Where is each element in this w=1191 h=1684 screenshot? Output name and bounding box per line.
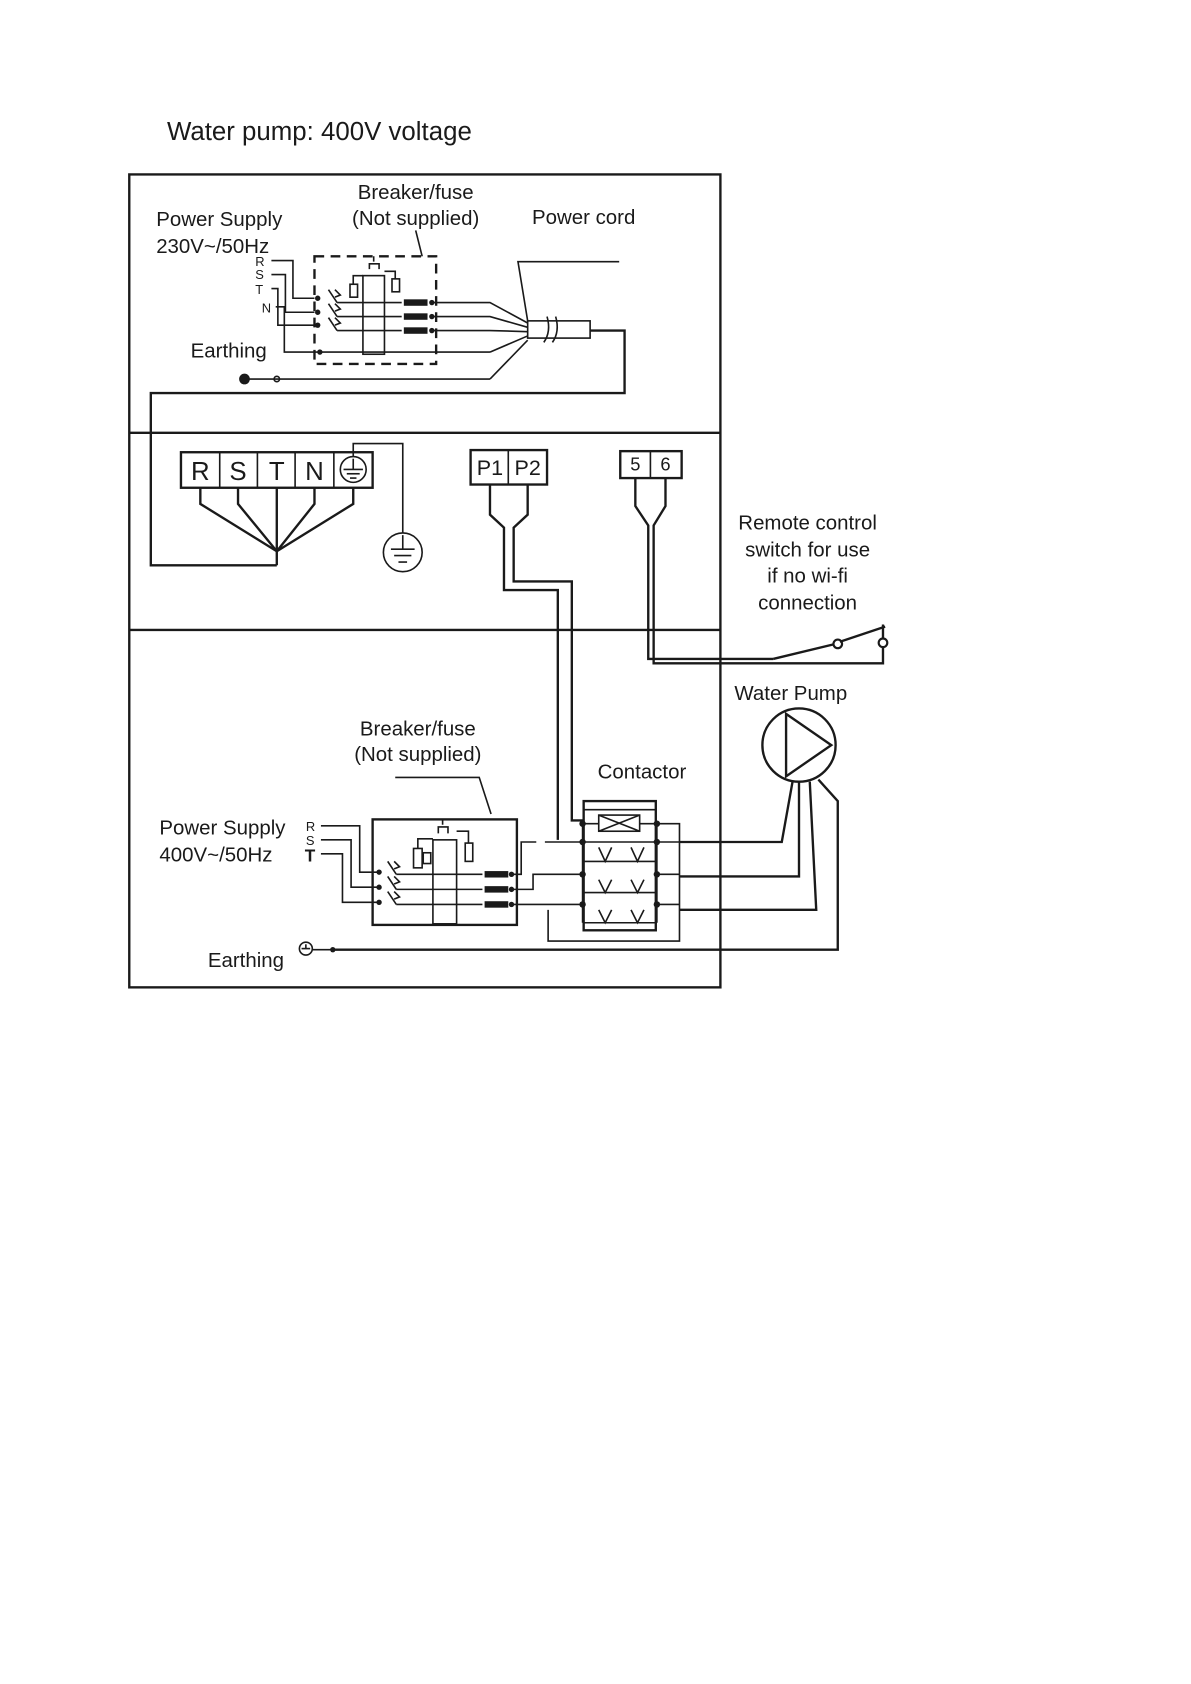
breaker-label-bottom: Breaker/fuse xyxy=(360,717,476,740)
earthing-label-top: Earthing xyxy=(191,339,267,362)
phase-letter-s-top: S xyxy=(255,267,264,282)
power-supply-rating-top: 230V~/50Hz xyxy=(156,235,269,258)
contactor-coil-icon xyxy=(599,815,640,831)
terminal-n: N xyxy=(305,458,324,486)
terminal-t: T xyxy=(269,458,285,486)
phase-letter-t-bottom: T xyxy=(305,845,316,865)
earth-ground-icon xyxy=(383,533,422,572)
breaker-note-top: (Not supplied) xyxy=(352,207,479,230)
switch-icon xyxy=(773,625,887,659)
fuse-icon xyxy=(485,871,509,908)
terminal-section: R S T N P1 P2 xyxy=(181,444,883,840)
remote-switch-line-2: switch for use xyxy=(745,539,870,562)
terminal-p1: P1 xyxy=(477,456,503,480)
breaker-body-top xyxy=(363,276,385,355)
remote-switch-line-1: Remote control xyxy=(738,512,877,535)
breaker-label-top: Breaker/fuse xyxy=(358,181,474,204)
terminal-5: 5 xyxy=(630,454,640,475)
remote-switch-line-4: connection xyxy=(758,591,857,614)
power-supply-label-bottom: Power Supply xyxy=(159,816,286,839)
terminal-earth-icon xyxy=(340,457,366,483)
contactor-label: Contactor xyxy=(598,760,687,783)
power-supply-label-top: Power Supply xyxy=(156,208,283,231)
remote-switch: Remote control switch for use if no wi-f… xyxy=(738,512,887,659)
earthing-label-bottom: Earthing xyxy=(208,949,284,972)
terminal-s: S xyxy=(229,458,246,486)
fuse-icon xyxy=(404,299,428,333)
water-pump-label: Water Pump xyxy=(734,682,847,705)
phase-letter-n-top: N xyxy=(262,300,271,315)
top-section: Power Supply 230V~/50Hz R S T N Breaker/… xyxy=(151,181,636,565)
page-title: Water pump: 400V voltage xyxy=(167,118,472,146)
power-supply-rating-bottom: 400V~/50Hz xyxy=(159,843,272,866)
remote-switch-line-3: if no wi-fi xyxy=(767,565,848,588)
contactor xyxy=(579,801,660,930)
terminal-p2: P2 xyxy=(515,456,541,480)
terminal-r: R xyxy=(191,458,210,486)
terminal-6: 6 xyxy=(660,454,670,475)
bottom-section: Breaker/fuse (Not supplied) Contactor Po… xyxy=(159,717,686,971)
pump-icon xyxy=(762,708,835,781)
power-cord-plug xyxy=(528,321,590,338)
breaker-body-bottom xyxy=(433,840,457,924)
phase-letter-r-bottom: R xyxy=(306,819,315,834)
earth-ground-icon xyxy=(239,374,250,385)
breaker-note-bottom: (Not supplied) xyxy=(354,743,481,766)
phase-letter-t-top: T xyxy=(255,282,263,297)
power-cord-label: Power cord xyxy=(532,206,635,229)
earth-ground-icon xyxy=(299,942,312,955)
